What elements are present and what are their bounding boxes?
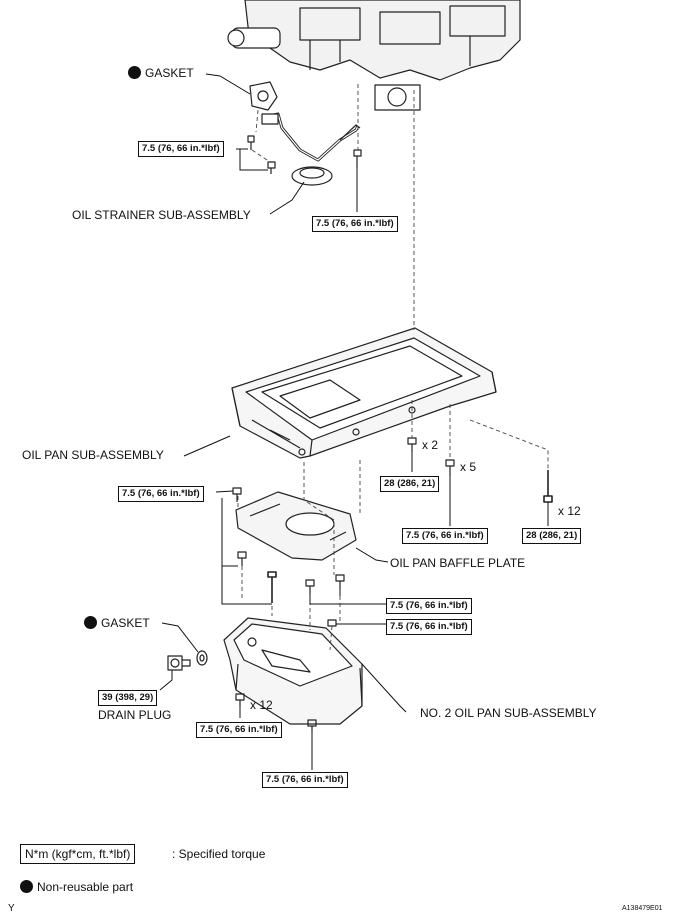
- baffle-plate-drawing: [235, 491, 357, 561]
- oil-strainer-label: OIL STRAINER SUB-ASSEMBLY: [72, 208, 251, 222]
- gasket-bottom-label: GASKET: [84, 616, 150, 630]
- gasket-bottom-text: GASKET: [101, 616, 150, 630]
- torque-spec-drain-plug: 39 (398, 29): [98, 690, 158, 706]
- alignment-lines: [237, 84, 549, 651]
- oil-pan-drawing: [231, 327, 497, 459]
- torque-spec-no2-pan-x12: 7.5 (76, 66 in.*lbf): [196, 722, 282, 738]
- torque-spec-no2-pan-bottom: 7.5 (76, 66 in.*lbf): [262, 772, 348, 788]
- no2-oil-pan-label: NO. 2 OIL PAN SUB-ASSEMBLY: [420, 706, 597, 720]
- oil-strainer-drawing: [261, 112, 361, 186]
- strainer-bolts: [247, 135, 362, 174]
- bolt-count-x5: x 5: [460, 460, 477, 474]
- bolt-count-x12-no2-pan: x 12: [250, 698, 273, 712]
- gasket-top-text: GASKET: [145, 66, 194, 80]
- torque-spec-strainer-bracket: 7.5 (76, 66 in.*lbf): [138, 141, 224, 157]
- torque-spec-baffle-top: 7.5 (76, 66 in.*lbf): [118, 486, 204, 502]
- legend-non-reusable-text: Non-reusable part: [37, 880, 134, 894]
- engine-block-drawing: [227, 0, 521, 111]
- figure-code: A138479E01: [622, 905, 663, 912]
- non-reusable-dot-icon: [20, 880, 33, 893]
- oil-pan-label: OIL PAN SUB-ASSEMBLY: [22, 448, 164, 462]
- bolt-count-x12-oil-pan: x 12: [558, 504, 581, 518]
- non-reusable-dot-icon: [84, 616, 97, 629]
- legend-torque-unit-text: : Specified torque: [172, 847, 266, 861]
- no2-pan-bolts: [235, 693, 317, 732]
- gasket-top-drawing: [249, 81, 278, 111]
- torque-spec-oil-pan-x5: 7.5 (76, 66 in.*lbf): [402, 528, 488, 544]
- drain-plug-label: DRAIN PLUG: [98, 708, 172, 722]
- torque-spec-oil-pan-x12: 28 (286, 21): [522, 528, 582, 544]
- drain-plug-drawing: [167, 650, 208, 671]
- footer-left-mark: Y: [8, 903, 15, 914]
- torque-spec-strainer-bolt: 7.5 (76, 66 in.*lbf): [312, 216, 398, 232]
- no2-oil-pan-drawing: [223, 617, 363, 725]
- torque-spec-baffle-bolts: 7.5 (76, 66 in.*lbf): [386, 598, 472, 614]
- torque-spec-oil-pan-x2: 28 (286, 21): [380, 476, 440, 492]
- leader-lines: [159, 73, 549, 770]
- legend-torque-unit-box: N*m (kgf*cm, ft.*lbf): [20, 844, 136, 864]
- legend-non-reusable: Non-reusable part: [20, 880, 133, 894]
- gasket-top-label: GASKET: [128, 66, 194, 80]
- baffle-plate-label: OIL PAN BAFFLE PLATE: [390, 556, 526, 570]
- torque-spec-no2-pan-side: 7.5 (76, 66 in.*lbf): [386, 619, 472, 635]
- baffle-bolts: [232, 437, 553, 603]
- non-reusable-dot-icon: [128, 66, 141, 79]
- bolt-count-x2: x 2: [422, 438, 439, 452]
